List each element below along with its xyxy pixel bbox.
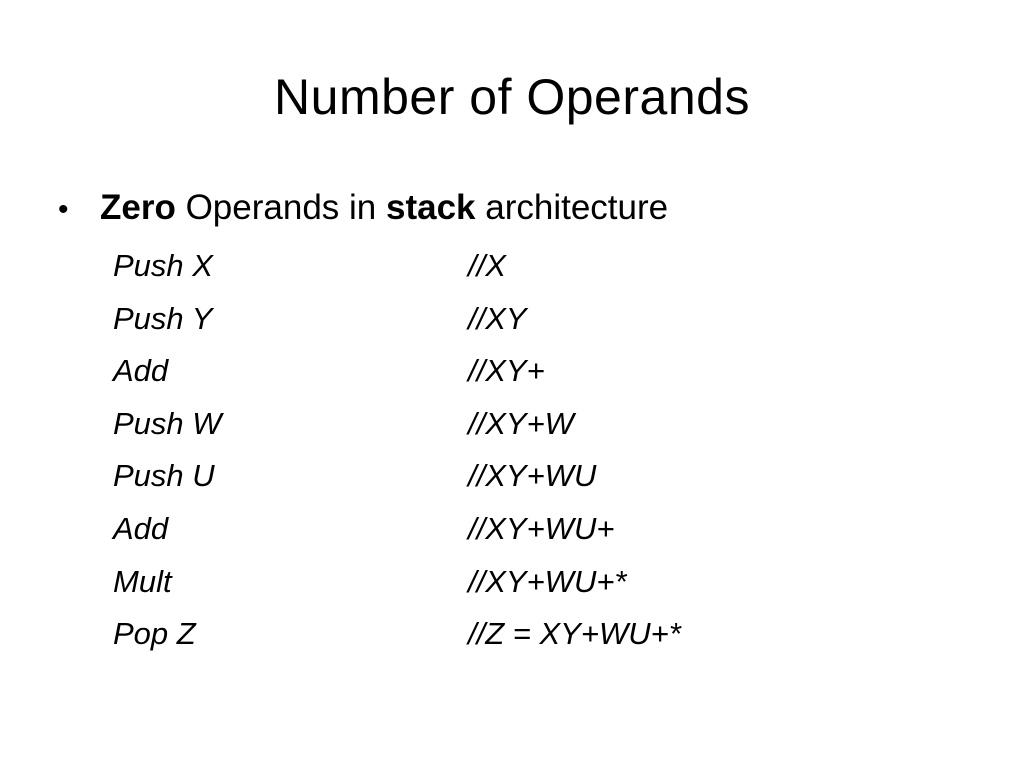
code-comment: //XY+ xyxy=(468,353,545,389)
code-comment: //XY+WU+* xyxy=(468,563,627,599)
code-comment: //XY+WU+ xyxy=(468,510,615,546)
code-line: Push Y //XY xyxy=(113,293,913,346)
code-comment: //Z = XY+WU+* xyxy=(468,616,681,652)
code-line: Pop Z //Z = XY+WU+* xyxy=(113,608,913,661)
code-comment: //XY xyxy=(468,300,527,336)
code-instruction: Mult xyxy=(113,563,172,599)
code-instruction: Push Y xyxy=(113,300,213,336)
code-instruction: Add xyxy=(113,510,169,546)
bullet-bold-zero: Zero xyxy=(100,188,176,227)
bullet-item: • Zero Operands in stack architecture xyxy=(58,183,668,235)
code-line: Add //XY+ xyxy=(113,345,913,398)
code-instruction: Push W xyxy=(113,405,222,441)
code-instruction: Push U xyxy=(113,458,215,494)
code-line: Mult //XY+WU+* xyxy=(113,556,913,609)
bullet-bold-stack: stack xyxy=(385,188,476,227)
code-instruction: Push X xyxy=(113,248,213,283)
code-comment: //XY+WU xyxy=(468,458,597,494)
code-comment: //XY+W xyxy=(468,405,574,441)
code-instruction: Pop Z xyxy=(113,616,196,652)
bullet-dot-icon: • xyxy=(58,193,69,226)
code-instruction: Add xyxy=(113,353,169,389)
code-comment: //X xyxy=(468,248,506,283)
code-line: Push W //XY+W xyxy=(113,398,913,451)
code-line: Push U //XY+WU xyxy=(113,450,913,503)
code-line: Add //XY+WU+ xyxy=(113,503,913,556)
bullet-text-end: architecture xyxy=(475,188,669,227)
slide-title: Number of Operands xyxy=(274,69,750,125)
code-line: Push X //X xyxy=(113,240,913,293)
bullet-text-middle: Operands in xyxy=(175,188,386,227)
bullet-text: Zero Operands in stack architecture xyxy=(100,183,668,233)
code-listing: Push X //X Push Y //XY Add //XY+ Push W … xyxy=(113,240,913,661)
